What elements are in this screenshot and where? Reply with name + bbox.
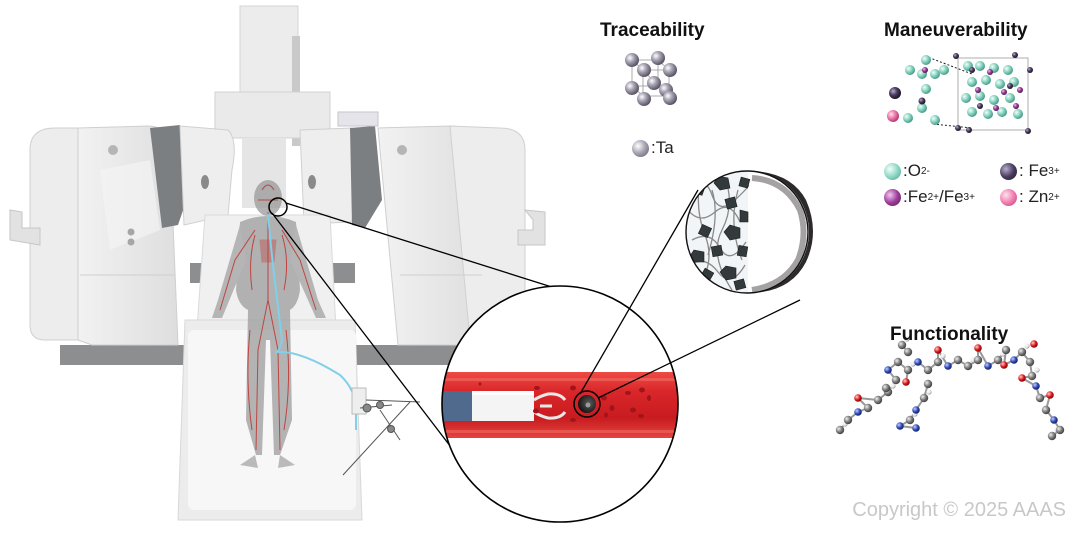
carbon-atom xyxy=(923,365,933,375)
carbon-atom xyxy=(1047,431,1057,441)
o2-legend-label: :O xyxy=(903,161,921,180)
oxygen-atom xyxy=(974,344,982,352)
ferrite-unit-cell xyxy=(953,52,1033,134)
nitrogen-atom xyxy=(896,422,904,430)
carbon-atom xyxy=(881,383,891,393)
hydrogen-atom xyxy=(904,336,910,342)
oxygen-atom xyxy=(1030,340,1038,348)
oxygen-atom xyxy=(854,394,862,402)
copyright-notice: Copyright © 2025 AAAS xyxy=(852,499,1066,521)
fe2-legend-label-mid: /Fe xyxy=(938,187,964,206)
nitrogen-atom xyxy=(912,406,920,414)
oxygen-atom-icon xyxy=(884,162,901,180)
fe2-legend-charge: 2+ xyxy=(927,191,939,203)
carbon-atom xyxy=(1041,405,1051,415)
carbon-atom xyxy=(893,357,903,367)
carbon-atom xyxy=(1055,425,1065,435)
zn-legend-charge: 2+ xyxy=(1048,191,1060,203)
microrobot-structure xyxy=(685,170,813,294)
nitrogen-atom xyxy=(914,358,922,366)
carbon-atom xyxy=(923,379,933,389)
maneuverability-title: Maneuverability xyxy=(884,20,1028,41)
carbon-atom xyxy=(903,365,913,375)
carbon-atom xyxy=(963,361,973,371)
ta-legend-label: :Ta xyxy=(651,138,674,157)
zn-legend-label: : Zn xyxy=(1019,187,1049,206)
fe2-legend-label: :Fe xyxy=(903,187,928,206)
carbon-atom xyxy=(843,415,853,425)
left-magnet-unit xyxy=(9,125,235,346)
oxygen-atom xyxy=(1000,361,1008,369)
microrobot-zoom-marker xyxy=(573,390,601,418)
carbon-atom xyxy=(1035,393,1045,403)
carbon-atom xyxy=(973,355,983,365)
support-arm xyxy=(342,399,421,476)
fe3-legend-charge: 3+ xyxy=(1048,165,1060,177)
ta-crystal-structure xyxy=(625,51,677,106)
carbon-atom xyxy=(897,340,907,350)
hydrogen-atom xyxy=(940,353,946,359)
patient-body xyxy=(212,180,326,468)
traceability-title: Traceability xyxy=(600,20,705,41)
oxygen-atom xyxy=(902,378,910,386)
oxygen-atom xyxy=(1046,391,1054,399)
carbon-atom xyxy=(891,375,901,385)
catheter xyxy=(442,391,472,421)
neck-zoom-marker xyxy=(268,197,288,217)
functionality-title: Functionality xyxy=(890,324,1009,345)
ta-legend: :Ta xyxy=(632,138,674,158)
carbon-atom xyxy=(1025,357,1035,367)
nitrogen-atom xyxy=(912,424,920,432)
hydrogen-atom xyxy=(1024,343,1030,349)
oxygen-atom xyxy=(1018,374,1026,382)
carbon-atom xyxy=(953,355,963,365)
nitrogen-atom xyxy=(1010,356,1018,364)
carbon-atom xyxy=(835,425,845,435)
red-blood-cells xyxy=(478,382,651,422)
fe3-legend-label: : Fe xyxy=(1019,161,1049,180)
carbon-atom xyxy=(1001,345,1011,355)
vessel-magnifier xyxy=(441,285,679,523)
carbon-atom xyxy=(873,395,883,405)
fe3-atom-icon xyxy=(1000,162,1017,180)
carbon-atom xyxy=(903,347,913,357)
nitrogen-atom xyxy=(1032,382,1040,390)
ferrite-crystal-structure xyxy=(887,52,1033,134)
right-magnet-unit xyxy=(299,111,546,346)
ta-atom-icon xyxy=(632,139,649,157)
carbon-atom xyxy=(1017,347,1027,357)
carbon-atom xyxy=(863,403,873,413)
fe2-atom-icon xyxy=(884,188,901,206)
vascular-network xyxy=(219,184,317,451)
carbon-atom xyxy=(933,357,943,367)
magnetic-navigation-system xyxy=(9,5,546,521)
zn-atom-icon xyxy=(1000,188,1017,206)
hydrogen-atom xyxy=(926,389,932,395)
hydrogen-atom xyxy=(1034,367,1040,373)
fe2-legend-charge2: 3+ xyxy=(963,191,975,203)
carbon-atom xyxy=(993,355,1003,365)
nitrogen-atom xyxy=(884,366,892,374)
hydrogen-atom xyxy=(890,383,896,389)
nitrogen-atom xyxy=(854,408,862,416)
nitrogen-atom xyxy=(984,362,992,370)
nitrogen-atom xyxy=(944,362,952,370)
oxygen-atom xyxy=(934,346,942,354)
carbon-atom xyxy=(919,393,929,403)
carbon-atom xyxy=(905,415,915,425)
nanoparticles xyxy=(689,175,751,291)
nitrogen-atom xyxy=(1050,416,1058,424)
gripper-icon xyxy=(533,392,567,420)
catheter-tip xyxy=(472,391,534,421)
guidewire xyxy=(267,213,357,430)
o2-legend-charge: 2- xyxy=(920,165,930,177)
carbon-atom xyxy=(1027,371,1037,381)
peptide-molecule xyxy=(835,336,1065,441)
